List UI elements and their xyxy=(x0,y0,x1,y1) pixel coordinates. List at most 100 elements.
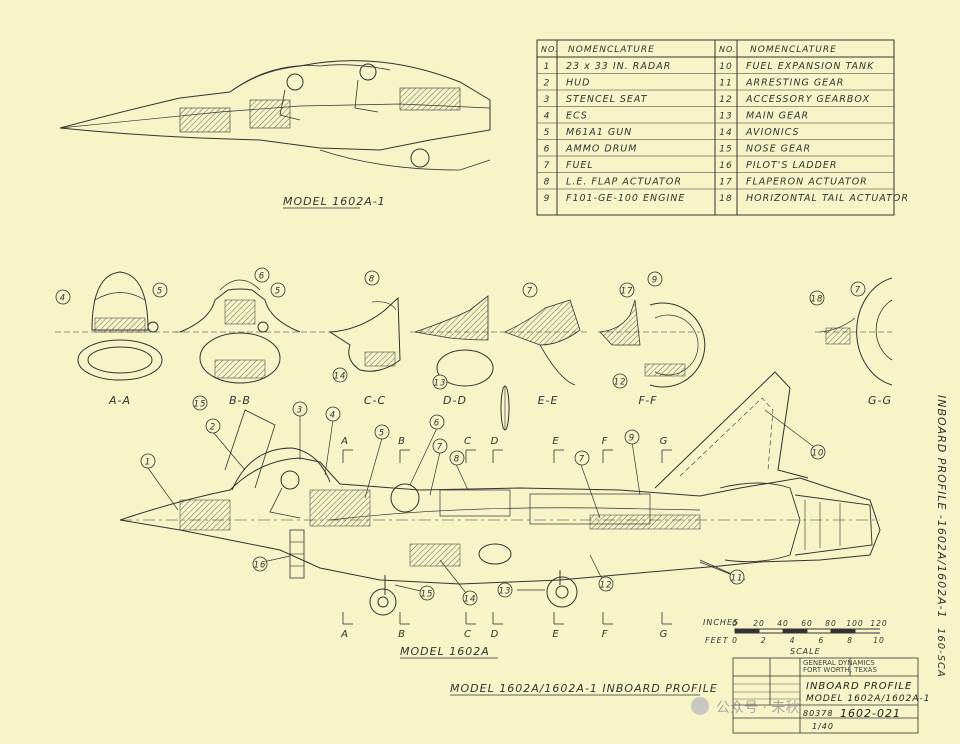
svg-text:15: 15 xyxy=(194,400,207,410)
legend-number: 10 xyxy=(719,62,732,72)
svg-text:1: 1 xyxy=(145,458,151,468)
svg-text:14: 14 xyxy=(334,372,347,382)
legend-number: 7 xyxy=(544,161,551,171)
callout-number: 7 xyxy=(850,281,866,297)
scale-inch-tick: 20 xyxy=(753,619,765,628)
svg-text:3: 3 xyxy=(297,406,303,416)
scale-foot-tick: 2 xyxy=(761,636,767,645)
callout-number: 7 xyxy=(522,282,538,298)
legend-name: STENCEL SEAT xyxy=(566,94,648,105)
legend-name: ARRESTING GEAR xyxy=(745,78,844,89)
callout-number: 18 xyxy=(809,290,825,306)
svg-text:10: 10 xyxy=(812,449,825,459)
callout-leaders xyxy=(147,409,819,599)
callout-number: 6 xyxy=(254,267,270,283)
scale-word: SCALE xyxy=(790,647,821,656)
station-mark: B xyxy=(398,436,406,447)
station-mark: C xyxy=(464,436,472,447)
callout-number: 8 xyxy=(364,270,380,286)
side-stamp: INBOARD PROFILE -1602A/1602A-1 xyxy=(935,395,948,619)
svg-text:4: 4 xyxy=(60,294,66,304)
section-label: G-G xyxy=(868,394,892,407)
callout-number: 5 xyxy=(152,282,168,298)
legend-name: FUEL xyxy=(566,160,594,171)
scale-foot-tick: 10 xyxy=(873,636,885,645)
svg-text:16: 16 xyxy=(254,561,267,571)
callout-number: 7 xyxy=(432,438,448,454)
section-label: D-D xyxy=(443,394,467,407)
legend-header-nom-right: NOMENCLATURE xyxy=(750,45,837,55)
section-label: F-F xyxy=(638,394,657,407)
svg-text:9: 9 xyxy=(652,276,658,286)
callout-number: 12 xyxy=(612,373,628,389)
station-mark: D xyxy=(491,629,500,640)
svg-text:8: 8 xyxy=(454,455,460,465)
svg-text:6: 6 xyxy=(259,272,265,282)
svg-text:7: 7 xyxy=(527,287,533,297)
tb-title1: INBOARD PROFILE xyxy=(806,681,912,692)
section-labels: A-A B-B C-C D-D E-E F-F G-G xyxy=(108,394,892,407)
legend-number: 16 xyxy=(719,161,732,171)
tb-drawing-no: 1602-021 xyxy=(840,707,901,720)
tb-code: 80378 xyxy=(803,709,833,718)
callout-number: 11 xyxy=(729,569,745,585)
legend-name: 23 x 33 IN. RADAR xyxy=(566,61,671,72)
station-mark: A xyxy=(340,436,349,447)
legend-number: 13 xyxy=(719,112,732,122)
legend-number: 17 xyxy=(719,178,732,188)
svg-text:13: 13 xyxy=(434,379,447,389)
station-mark: G xyxy=(660,629,669,640)
station-mark: E xyxy=(552,629,559,640)
legend-name: FLAPERON ACTUATOR xyxy=(746,177,868,188)
svg-text:12: 12 xyxy=(600,581,613,591)
scale-bar xyxy=(734,628,880,634)
svg-text:5: 5 xyxy=(157,287,163,297)
legend-name: ACCESSORY GEARBOX xyxy=(745,94,870,105)
section-label: C-C xyxy=(364,394,386,407)
callout-number: 8 xyxy=(449,450,465,466)
callout-number: 4 xyxy=(55,289,71,305)
station-mark: B xyxy=(398,629,406,640)
legend-name: NOSE GEAR xyxy=(746,144,811,155)
section-label: A-A xyxy=(108,394,131,407)
legend-name: PILOT'S LADDER xyxy=(746,160,838,171)
legend-name: HUD xyxy=(566,78,590,89)
nomenclature-table xyxy=(536,39,895,216)
station-mark: C xyxy=(464,629,472,640)
svg-text:12: 12 xyxy=(614,378,627,388)
svg-text:9: 9 xyxy=(629,434,635,444)
callout-number: 12 xyxy=(598,576,614,592)
section-label: E-E xyxy=(538,394,559,407)
title-model-1602a: MODEL 1602A xyxy=(400,645,490,658)
legend-number: 12 xyxy=(719,95,732,105)
scale-inches-label: INCHES xyxy=(703,618,739,627)
legend-number: 6 xyxy=(544,145,551,155)
scale-foot-tick: 8 xyxy=(847,636,853,645)
callout-number: 1 xyxy=(140,453,156,469)
scale-foot-tick: 0 xyxy=(732,636,738,645)
legend-header-nom-left: NOMENCLATURE xyxy=(568,45,655,55)
svg-text:8: 8 xyxy=(369,275,375,285)
legend-number: 15 xyxy=(719,145,732,155)
station-mark: F xyxy=(602,629,609,640)
svg-text:2: 2 xyxy=(210,423,216,433)
scale-feet-label: FEET xyxy=(705,636,729,645)
legend-name: L.E. FLAP ACTUATOR xyxy=(566,177,682,188)
callout-number: 17 xyxy=(619,282,635,298)
section-label: B-B xyxy=(229,394,251,407)
svg-text:17: 17 xyxy=(621,287,634,297)
station-mark: G xyxy=(660,436,669,447)
cross-section-shapes xyxy=(55,271,893,388)
callout-number: 3 xyxy=(292,401,308,417)
svg-text:6: 6 xyxy=(434,419,440,429)
legend-number: 3 xyxy=(544,95,551,105)
model-1602a1-profile xyxy=(59,60,491,171)
legend-number: 5 xyxy=(544,128,551,138)
title-model-1602a1: MODEL 1602A-1 xyxy=(283,195,386,208)
scale-inch-tick: 40 xyxy=(777,619,789,628)
callout-number: 14 xyxy=(332,367,348,383)
